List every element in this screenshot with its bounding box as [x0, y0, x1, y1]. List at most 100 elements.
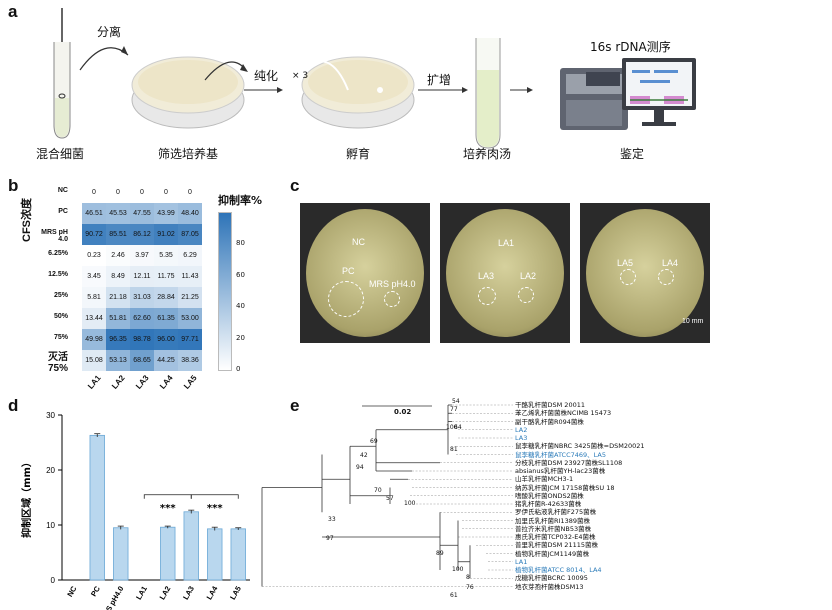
tree-bootstrap-value: 94 — [356, 464, 364, 471]
dish-photo-2 — [440, 203, 570, 343]
scale-bar-label: 10 mm — [682, 318, 704, 325]
heatmap-cell: 98.78 — [130, 329, 154, 350]
tree-taxon-label: 嗜酸乳杆菌ONDS2菌株 — [515, 491, 584, 500]
dish-photo-1 — [300, 203, 430, 343]
heatmap-row-label: NC — [57, 187, 68, 194]
heatmap-row-label: 灭活 75% — [47, 352, 68, 374]
tree-taxon-label: 普里乳杆菌DSM 21115菌株 — [515, 541, 598, 550]
dish2-label-la1: LA1 — [498, 238, 515, 248]
tree-bootstrap-value: 57 — [386, 495, 394, 502]
tree-bootstrap-value: 61 — [450, 592, 458, 599]
tree-scale-label: 0.02 — [394, 408, 412, 416]
dish-photo-3 — [580, 203, 710, 343]
colorbar-tick-label: 20 — [236, 333, 245, 342]
heatmap-cell: 5.81 — [82, 287, 106, 308]
tree-bootstrap-value: 33 — [328, 516, 336, 523]
heatmap-row-label: 75% — [53, 334, 68, 341]
heatmap-row-label: 12.5% — [48, 271, 68, 278]
heatmap-row-label: MRS pH 4.0 — [41, 229, 68, 243]
arrow-label-amplify: 扩增 — [427, 73, 452, 87]
sig-stars: *** — [160, 503, 176, 514]
heatmap-cell: 43.99 — [154, 203, 178, 224]
panel-e-letter: e — [290, 396, 300, 415]
heatmap-cell: 61.35 — [154, 308, 178, 329]
step-screening-medium: 筛选培养基 — [158, 147, 219, 161]
dish2-label-la2: LA2 — [520, 271, 537, 281]
colorbar-tick-label: 60 — [236, 270, 245, 279]
tree-bootstrap-value: 69 — [370, 438, 378, 445]
tree-taxon-label: 山羊乳杆菌MCH3-1 — [515, 475, 574, 484]
tree-bootstrap-value: 54 — [452, 398, 460, 405]
tree-taxon-label: LA3 — [515, 434, 528, 442]
heatmap-cell: 0 — [82, 182, 106, 203]
panel-c-letter: c — [290, 176, 300, 195]
dish3-label-la4: LA4 — [662, 258, 679, 268]
heatmap-cell: 97.71 — [178, 329, 202, 350]
heatmap-cell: 90.72 — [82, 224, 106, 245]
heatmap-cell: 2.46 — [106, 245, 130, 266]
heatmap-cell: 49.98 — [82, 329, 106, 350]
dish1-label-pc: PC — [342, 266, 355, 276]
heatmap-cell: 45.53 — [106, 203, 130, 224]
tree-taxon-label: 苯乙烯乳杆菌菌株NCIMB 15473 — [515, 409, 612, 418]
tree-bootstrap-value: 76 — [466, 584, 474, 591]
tree-taxon-label: 副干酪乳杆菌R094菌株 — [515, 417, 584, 426]
tree-taxon-label: 加里氏乳杆菌RI1389菌株 — [515, 516, 590, 525]
heatmap-cell: 51.81 — [106, 308, 130, 329]
colorbar-tick-label: 0 — [236, 365, 241, 373]
heatmap-cell: 15.08 — [82, 350, 106, 371]
tree-bootstrap-value: 100 — [446, 424, 458, 431]
tree-taxon-label: 干酪乳杆菌DSM 20011 — [515, 401, 585, 409]
y-tick-label: 20 — [46, 466, 55, 475]
heatmap-cell: 28.84 — [154, 287, 178, 308]
y-axis-title: 抑制区域（mm） — [20, 457, 33, 538]
tree-bootstrap-value: 77 — [450, 406, 458, 413]
tree-taxon-label: 植物乳杆菌ATCC 8014、LA4 — [515, 566, 602, 574]
tree-taxon-label: 植物乳杆菌JCM1149菌株 — [515, 549, 590, 558]
y-tick-label: 0 — [51, 576, 56, 585]
colorbar-tick-label: 40 — [236, 302, 245, 311]
y-tick-label: 30 — [46, 411, 55, 420]
tree-bootstrap-value: 100 — [452, 566, 464, 573]
heatmap-cell: 0 — [178, 182, 202, 203]
heatmap-cell: 0 — [106, 182, 130, 203]
tree-bootstrap-value: 81 — [450, 446, 458, 453]
heatmap-row-label: 6.25% — [48, 250, 68, 257]
panel-a-illustration — [53, 8, 696, 149]
heatmap-cell: 21.25 — [178, 287, 202, 308]
arrow-label-isolate: 分离 — [97, 25, 122, 39]
tree-taxon-label: 惠氏乳杆菌TCP032-E4菌株 — [515, 533, 596, 541]
heatmap-cell: 46.51 — [82, 203, 106, 224]
tree-taxon-label: 戊糖乳杆菌BCRC 10095 — [515, 574, 588, 583]
tree-taxon-label: 鼠李糖乳杆菌NBRC 3425菌株=DSM20021 — [515, 442, 645, 451]
heatmap-cell: 38.36 — [178, 350, 202, 371]
heatmap-cell: 87.05 — [178, 224, 202, 245]
y-tick-label: 10 — [46, 521, 55, 530]
tree-taxon-label: LA2 — [515, 425, 528, 434]
tree-taxon-label: LA1 — [515, 557, 528, 566]
heatmap-cell: 31.03 — [130, 287, 154, 308]
heatmap-cell: 3.97 — [130, 245, 154, 266]
heatmap-row-label: 25% — [53, 292, 68, 299]
dish3-label-la5: LA5 — [617, 258, 634, 268]
panel-a-letter: a — [8, 2, 18, 21]
heatmap-cell: 96.00 — [154, 329, 178, 350]
step-broth: 培养肉汤 — [463, 147, 512, 161]
heatmap-cell: 0 — [130, 182, 154, 203]
heatmap-cell: 21.18 — [106, 287, 130, 308]
heatmap-cell: 13.44 — [82, 308, 106, 329]
heatmap-cell: 11.43 — [178, 266, 202, 287]
heatmap-cell: 48.40 — [178, 203, 202, 224]
arrow-label-sequencing: 16s rDNA测序 — [590, 40, 671, 54]
dish1-label-nc: NC — [352, 237, 365, 247]
step-mixed-bacteria: 混合细菌 — [36, 147, 85, 161]
heatmap-cell: 5.35 — [154, 245, 178, 266]
tree-taxon-label: 分枝乳杆菌DSM 23927菌株SL1108 — [515, 458, 623, 467]
tree-bootstrap-value: 97 — [326, 535, 334, 542]
arrow-label-times: × 3 — [292, 71, 309, 81]
heatmap-cell: 53.13 — [106, 350, 130, 371]
heatmap-cell: 0.23 — [82, 245, 106, 266]
heatmap-row-label: 50% — [53, 313, 68, 320]
